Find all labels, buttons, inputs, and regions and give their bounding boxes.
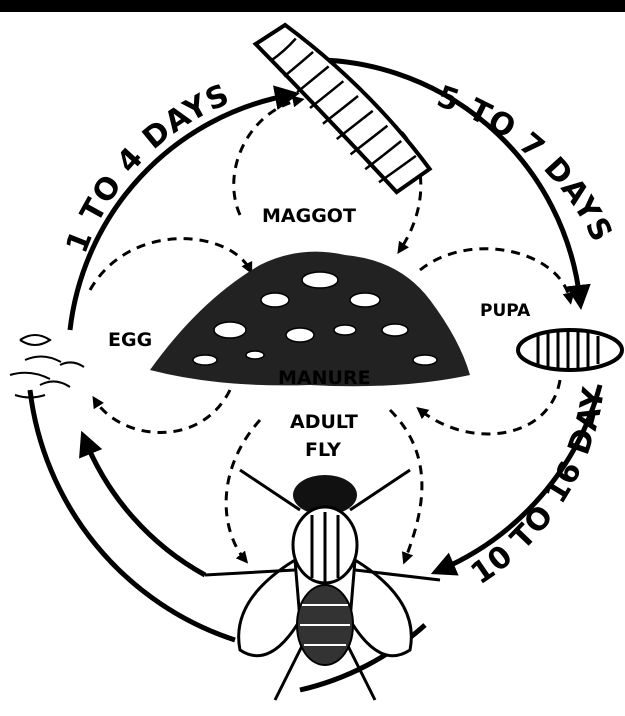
duration-egg-to-maggot: 1 TO 4 DAYS: [60, 77, 235, 258]
duration-maggot-to-pupa: 5 TO 7 DAYS: [432, 79, 619, 248]
egg-cluster-illustration: [10, 335, 84, 398]
adult-label-line1: ADULT: [290, 411, 358, 433]
maggot-illustration: [254, 0, 432, 218]
adult-label-line2: FLY: [305, 439, 341, 461]
top-border-bar: [0, 0, 625, 12]
adult-fly-illustration: [205, 470, 440, 700]
manure-label: MANURE: [278, 367, 371, 389]
egg-label: EGG: [108, 329, 152, 351]
pupa-illustration: [518, 330, 622, 370]
pupa-label: PUPA: [480, 301, 531, 321]
maggot-label: MAGGOT: [262, 205, 356, 227]
